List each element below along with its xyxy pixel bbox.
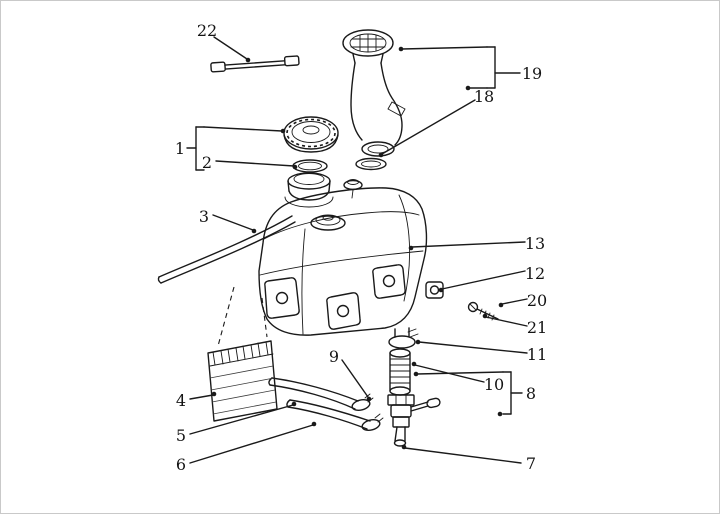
callout-8: 8 (526, 384, 536, 403)
gasket-18 (355, 157, 387, 171)
callout-10: 10 (484, 375, 504, 394)
callout-7: 7 (526, 454, 536, 473)
hose-6 (286, 399, 371, 430)
fuel-filter-10 (389, 348, 411, 396)
fuel-cap-1 (283, 116, 339, 153)
filler-neck-assembly (342, 29, 406, 157)
callout-5: 5 (176, 426, 186, 445)
callout-9: 9 (329, 347, 339, 366)
callout-13: 13 (525, 234, 545, 253)
gasket-2 (292, 159, 328, 173)
part-22-jumper (210, 55, 300, 73)
fuel-tank-body (258, 187, 428, 338)
callout-21: 21 (527, 318, 547, 337)
callout-2: 2 (202, 153, 212, 172)
callout-20: 20 (527, 291, 547, 310)
callout-22: 22 (197, 21, 217, 40)
hose-3 (157, 215, 296, 284)
callout-12: 12 (525, 264, 545, 283)
callout-11: 11 (527, 345, 547, 364)
clamp-11 (388, 328, 419, 349)
callout-6: 6 (176, 455, 186, 474)
callout-19: 19 (522, 64, 542, 83)
callout-4: 4 (176, 391, 186, 410)
callout-1: 1 (175, 139, 185, 158)
fuel-tap-7 (387, 394, 441, 447)
filler-collar (287, 172, 331, 201)
alignment-dashes (217, 286, 268, 347)
callout-3: 3 (199, 207, 209, 226)
leader-lines (186, 36, 528, 464)
callout-18: 18 (474, 87, 494, 106)
canister-4 (207, 340, 278, 422)
